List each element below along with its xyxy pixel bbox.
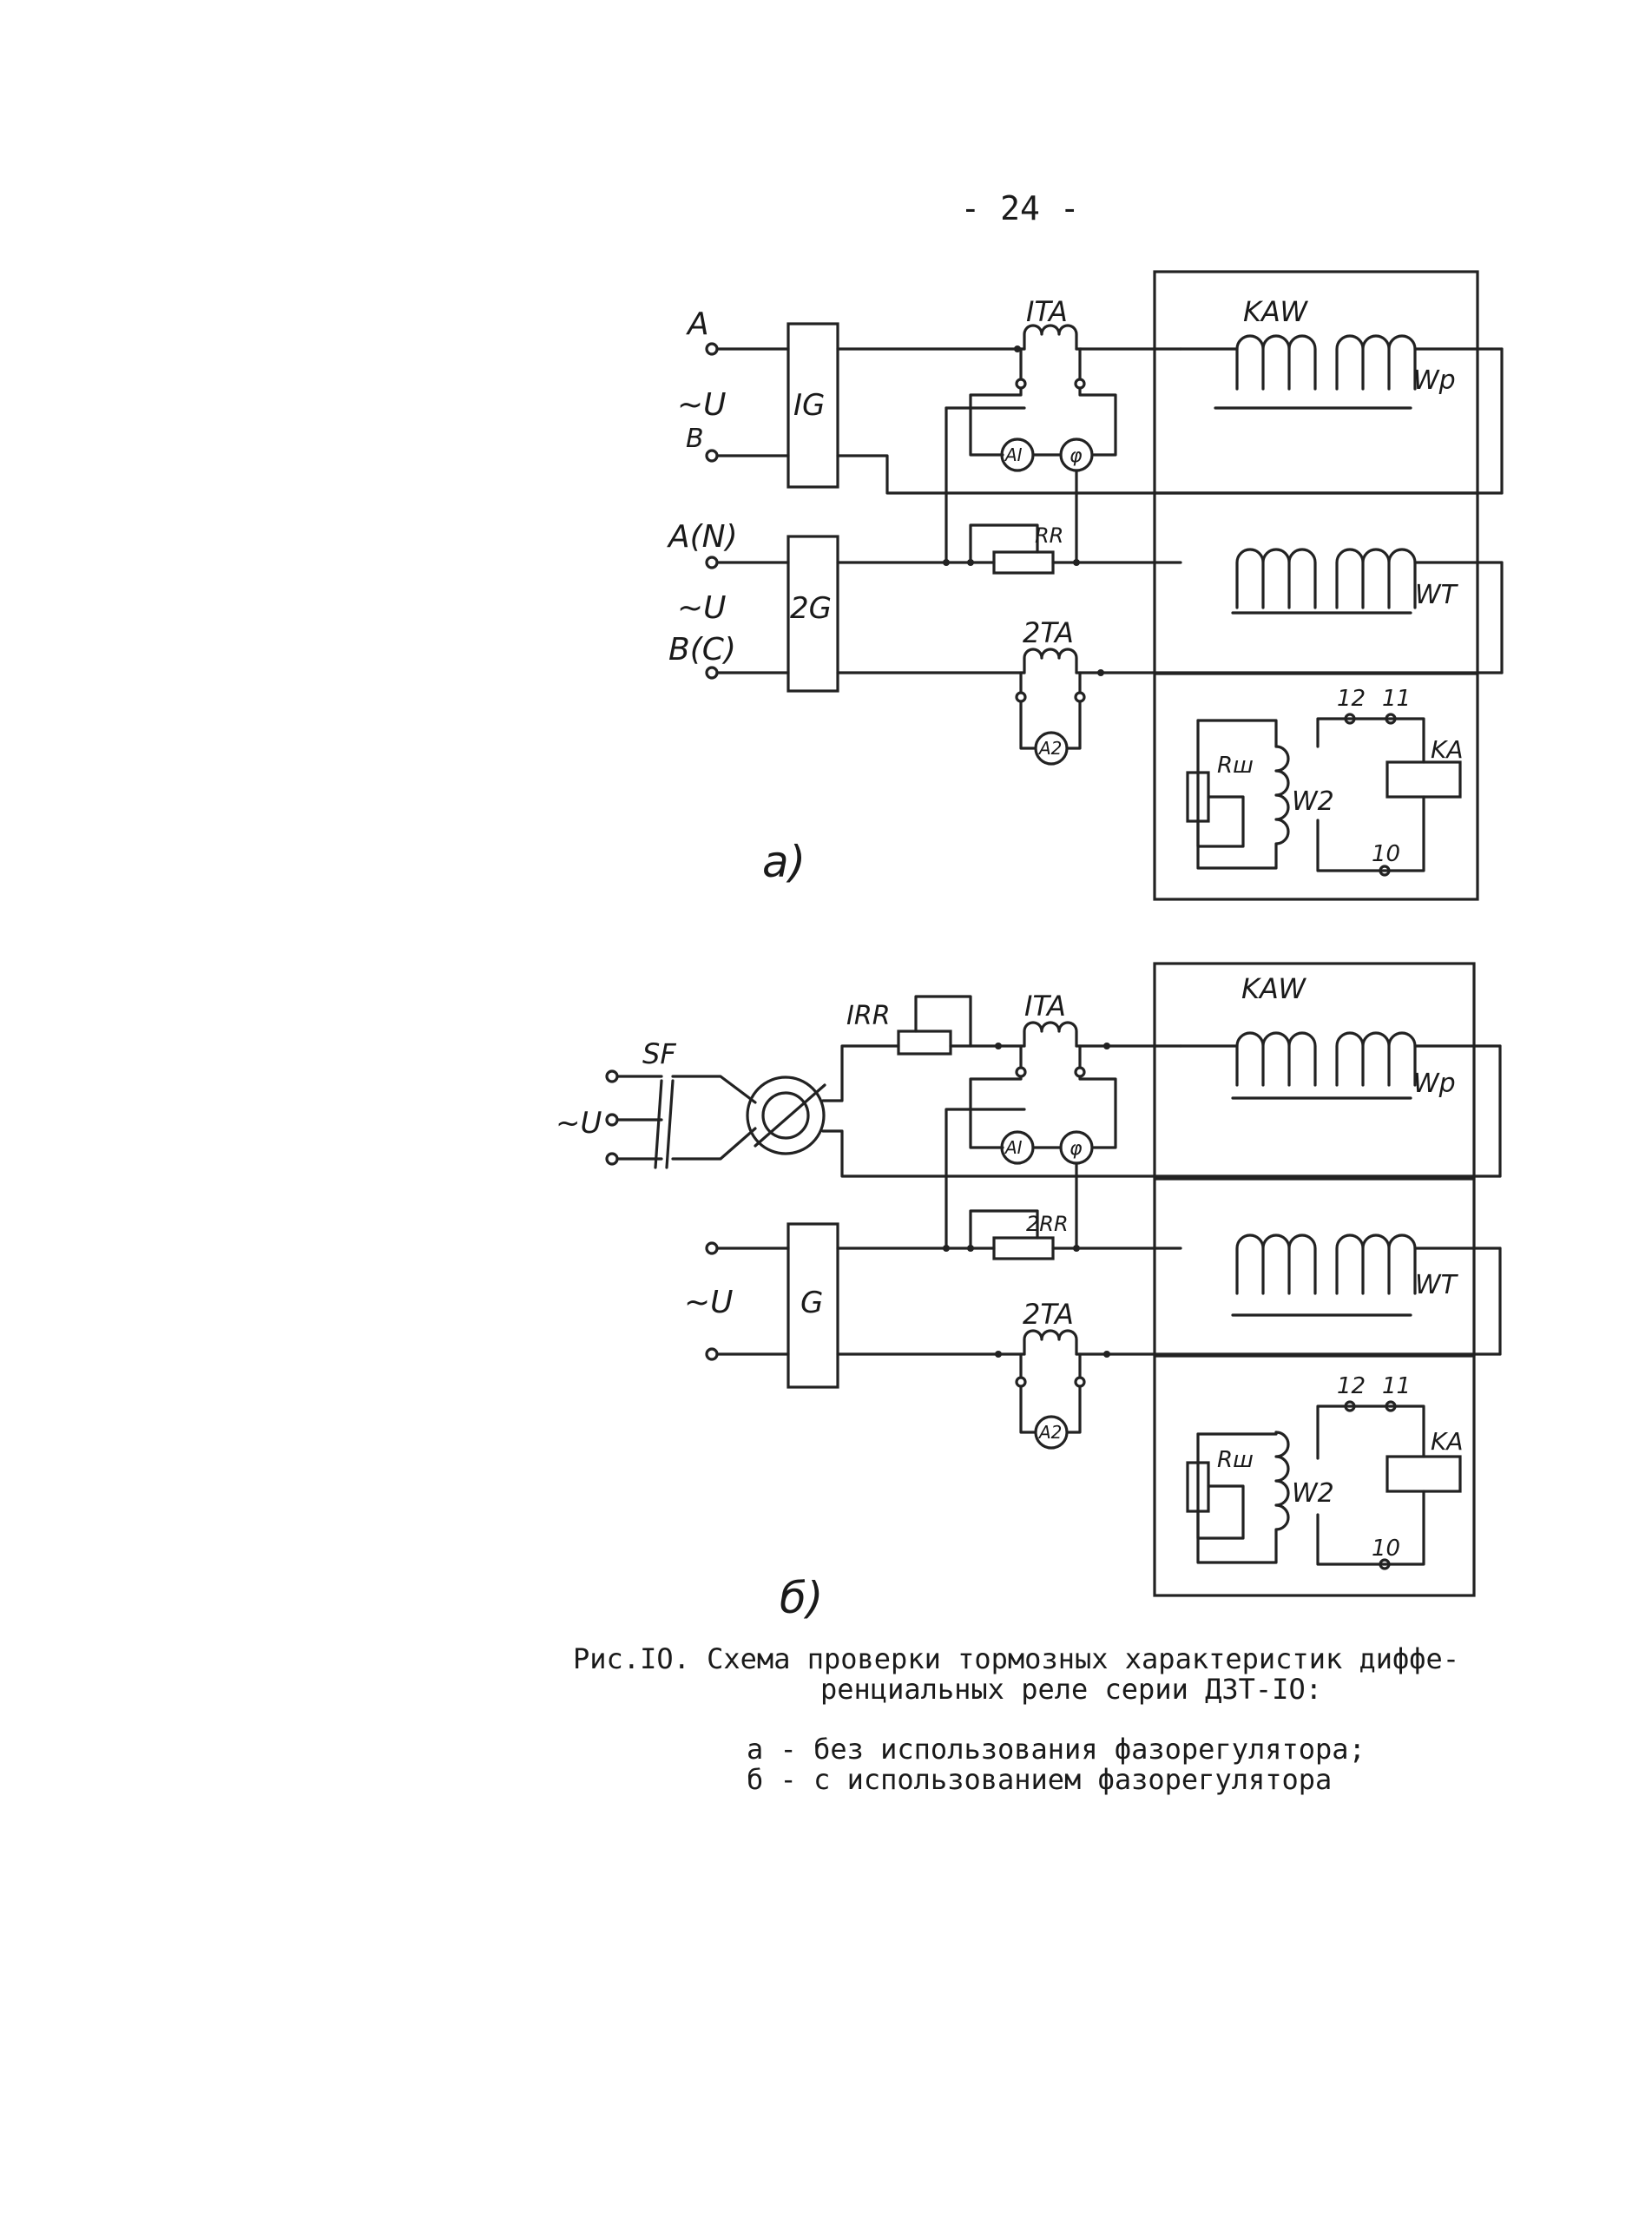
diagram-label: KAW [1243, 295, 1308, 328]
diagram-label: Wp [1413, 1069, 1456, 1099]
diagram-label: W2 [1292, 786, 1334, 817]
relay-ka [1385, 760, 1462, 799]
diagram-label: ~U [677, 387, 727, 423]
generator-2g [787, 535, 839, 693]
ammeter-a2-b [1034, 1415, 1069, 1450]
page-number: - 24 - [960, 189, 1080, 227]
diagram-label: ~U [677, 590, 727, 626]
diagram-label: KAW [1241, 972, 1306, 1005]
diagram-label: IRR [846, 1001, 891, 1031]
diagram-label: G [800, 1286, 823, 1320]
generator-1g [787, 322, 839, 489]
diagram-label: B(C) [668, 632, 736, 668]
diagram-label: 10 [1372, 841, 1400, 867]
diagram-label: Rш [1217, 753, 1254, 779]
diagram-b: SF ~U IRR 2RR ITA 2TA AI φ A2 G ~U KAW W… [556, 962, 1502, 1623]
diagram-label: 2RR [1026, 1212, 1069, 1236]
diagram-label: A2 [1037, 738, 1062, 759]
phase-regulator [746, 1076, 826, 1155]
diagram-label: Rш [1217, 1447, 1254, 1473]
diagram-label: 12 [1337, 686, 1366, 712]
diagram-label: φ [1070, 1138, 1083, 1160]
diagram-label: б) [780, 1573, 823, 1623]
diagram-label: B [686, 424, 704, 454]
diagram-label: WT [1415, 1270, 1459, 1300]
diagram-label: A2 [1037, 1422, 1062, 1443]
diagram-label: 10 [1372, 1536, 1400, 1562]
diagram-label: 2G [790, 591, 832, 626]
figure-caption-line2: ренциальных реле серии ДЗТ-IO: [820, 1673, 1322, 1706]
diagram-label: AI [1004, 1137, 1023, 1158]
diagram-label: a) [762, 837, 806, 887]
diagram-label: 2TA [1023, 1298, 1074, 1331]
diagram-label: φ [1070, 445, 1083, 467]
diagram-label: KA [1431, 735, 1464, 764]
diagram-label: W2 [1292, 1478, 1334, 1509]
legend-item-b: б - с использованием фазорегулятора [747, 1763, 1333, 1796]
diagram-label: A [686, 306, 709, 342]
diagram-label: RR [1035, 523, 1063, 548]
rheostat-2rr [992, 1236, 1055, 1260]
diagram-label: ITA [1024, 990, 1066, 1023]
diagram-label: ~U [684, 1285, 734, 1320]
diagram-label: A(N) [667, 519, 738, 555]
diagram-label: KA [1431, 1427, 1464, 1456]
diagram-label: ~U [556, 1106, 602, 1141]
generator-g [787, 1222, 839, 1389]
relay-enclosure-a [1153, 270, 1479, 901]
legend-item-a: а - без использования фазорегулятора; [747, 1733, 1366, 1766]
diagram-label: IG [793, 388, 825, 423]
rheostat-rr [992, 550, 1055, 575]
diagram-label: Wp [1413, 365, 1456, 396]
diagram-label: 2TA [1023, 616, 1074, 649]
diagram-label: 11 [1382, 686, 1411, 712]
relay-ka-b [1385, 1455, 1462, 1493]
diagram-label: 11 [1382, 1373, 1411, 1399]
relay-enclosure-b [1153, 962, 1476, 1597]
diagram-a: A ~U B A(N) ~U B(C) IG 2G ITA 2TA AI φ A… [667, 270, 1504, 901]
figure-caption-line1: Рис.IO. Схема проверки тормозных характе… [573, 1642, 1460, 1675]
ammeter-a2 [1034, 731, 1069, 766]
rheostat-1rr [897, 1030, 952, 1056]
diagram-label: AI [1004, 444, 1023, 465]
diagram-label: SF [642, 1037, 676, 1070]
diagram-label: 12 [1337, 1373, 1366, 1399]
diagram-label: ITA [1026, 295, 1068, 328]
diagram-label: WT [1415, 580, 1459, 610]
